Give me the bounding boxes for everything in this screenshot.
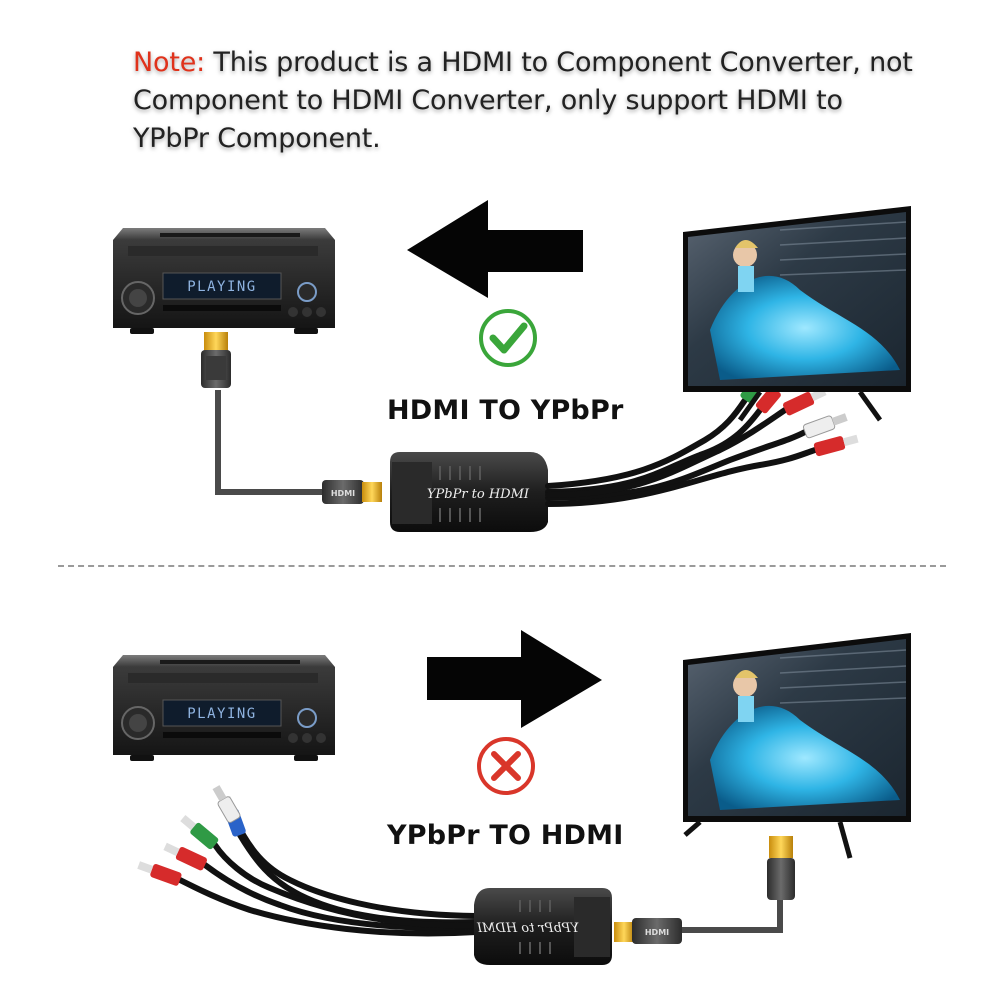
cross-mark-icon [477, 737, 535, 795]
section-divider [58, 565, 946, 567]
note-body: This product is a HDMI to Component Conv… [133, 47, 913, 154]
media-player-top: PLAYING [113, 228, 335, 334]
note-label: Note: [133, 47, 206, 78]
converter-top: YPbPr to HDMI [390, 452, 548, 532]
arrow-right-icon [427, 630, 602, 728]
component-cables-bottom [177, 817, 479, 937]
hdmi-plug-label-bottom: HDMI [645, 928, 669, 937]
arrow-left-icon [407, 200, 583, 298]
converter-label-top: YPbPr to HDMI [427, 487, 530, 502]
player-display-bottom: PLAYING [187, 706, 257, 722]
hdmi-plug-label-top: HDMI [331, 489, 355, 498]
tv-top [683, 206, 911, 422]
check-mark-icon [479, 309, 537, 367]
rca-plugs-bottom [137, 785, 246, 886]
hdmi-cable-top: HDMI [201, 332, 382, 504]
caption-top: HDMI TO YPbPr [387, 395, 624, 426]
converter-bottom: YPbPr to HDMI [474, 888, 612, 965]
converter-label-bottom: YPbPr to HDMI [476, 921, 579, 936]
tv-bottom [683, 633, 911, 859]
caption-bottom: YPbPr TO HDMI [387, 820, 624, 851]
media-player-bottom: PLAYING [113, 655, 335, 761]
hdmi-cable-bottom: HDMI [614, 836, 795, 944]
note-text: Note: This product is a HDMI to Componen… [133, 44, 913, 158]
component-cables-top [545, 397, 818, 507]
player-display-top: PLAYING [187, 279, 257, 295]
